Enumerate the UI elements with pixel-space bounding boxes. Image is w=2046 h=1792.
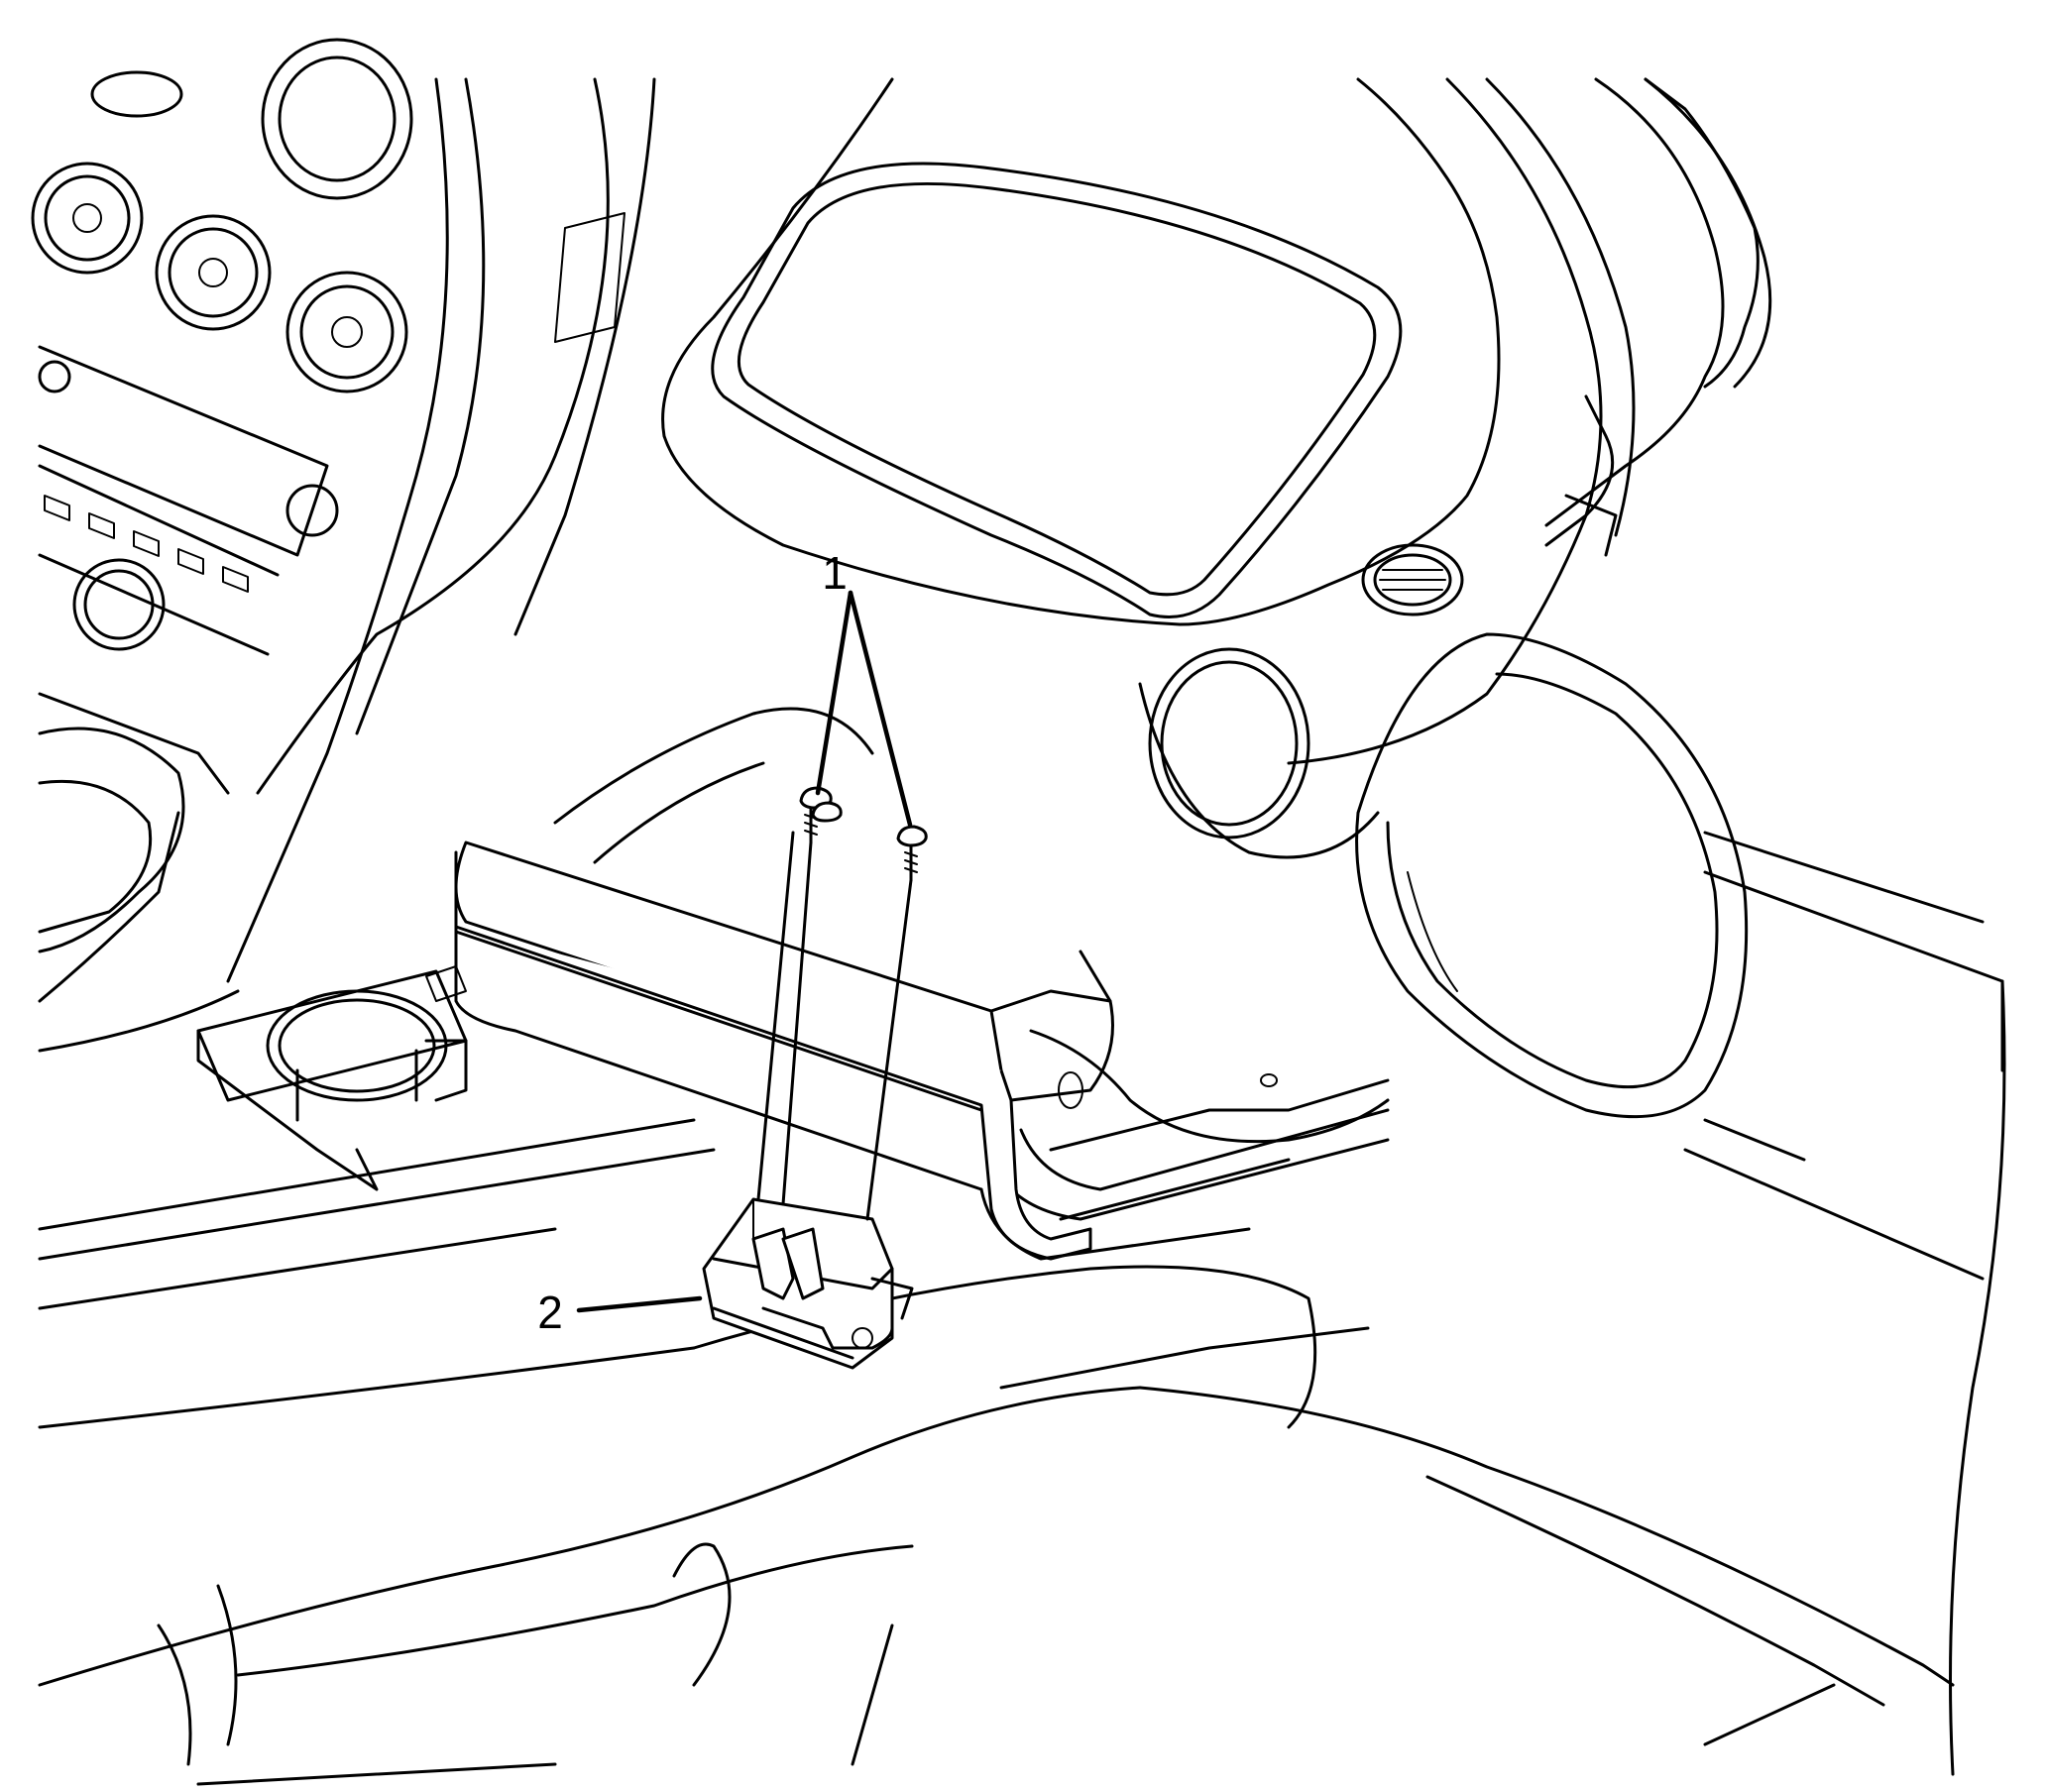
- passenger-dash: [661, 77, 1772, 765]
- dash-pillar: [226, 77, 656, 983]
- cupholder: [196, 965, 468, 1191]
- center-console: [38, 727, 716, 1310]
- center-stack: [38, 345, 339, 795]
- screws: [799, 786, 928, 882]
- callout-2-label: 2: [537, 1287, 563, 1338]
- side-trim: [1355, 394, 2006, 1776]
- glove-box-door: [454, 840, 1291, 1261]
- instrument-gauges: [31, 38, 413, 393]
- speaker-grille: [1138, 543, 1464, 859]
- callouts: 1 2: [537, 547, 848, 1338]
- glove-box-latch: [702, 1197, 914, 1370]
- floor-contours: [38, 707, 1955, 1786]
- callout-1-label: 1: [822, 547, 848, 599]
- leader-lines: [576, 590, 913, 1313]
